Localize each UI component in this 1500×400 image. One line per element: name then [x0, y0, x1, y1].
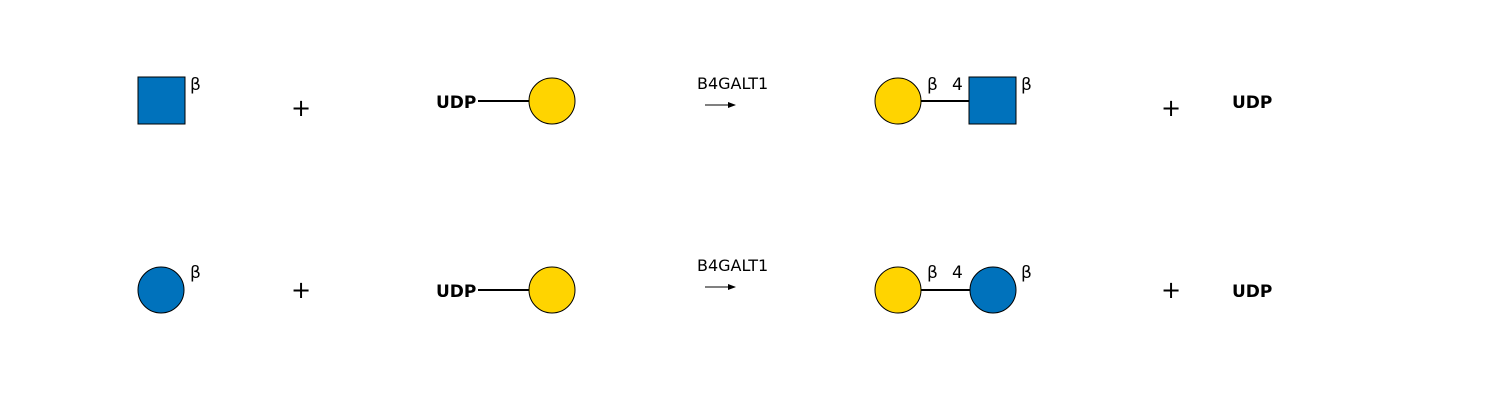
reaction-row-2: β + UDP B4GALT1 β 4 β + UDP: [137, 256, 1272, 314]
product-anomer-left-label: β: [927, 263, 938, 283]
donor-udp-label: UDP: [436, 282, 476, 302]
plus-sign: +: [291, 276, 311, 304]
glcnac-square-icon: [968, 76, 1017, 125]
substrate-anomer-label: β: [190, 75, 201, 95]
product-linkage-label: 4: [952, 263, 963, 283]
glucose-circle-icon: [969, 266, 1017, 314]
substrate-anomer-label: β: [190, 263, 201, 283]
enzyme-label: B4GALT1: [697, 74, 768, 93]
product-anomer-left-label: β: [927, 75, 938, 95]
reaction-row-1: β + UDP B4GALT1 β 4 β + UDP: [137, 74, 1272, 125]
galactose-circle-icon: [528, 77, 576, 125]
byproduct-udp-label: UDP: [1232, 282, 1272, 302]
galactose-circle-icon: [874, 266, 922, 314]
plus-sign: +: [291, 94, 311, 122]
glucose-circle-icon: [137, 266, 185, 314]
byproduct-udp-label: UDP: [1232, 93, 1272, 113]
product-anomer-right-label: β: [1021, 263, 1032, 283]
donor-udp-label: UDP: [436, 93, 476, 113]
product-anomer-right-label: β: [1021, 75, 1032, 95]
enzyme-label: B4GALT1: [697, 256, 768, 275]
plus-sign: +: [1161, 94, 1181, 122]
galactose-circle-icon: [874, 77, 922, 125]
galactose-circle-icon: [528, 266, 576, 314]
glcnac-square-icon: [137, 76, 186, 125]
product-linkage-label: 4: [952, 75, 963, 95]
plus-sign: +: [1161, 276, 1181, 304]
